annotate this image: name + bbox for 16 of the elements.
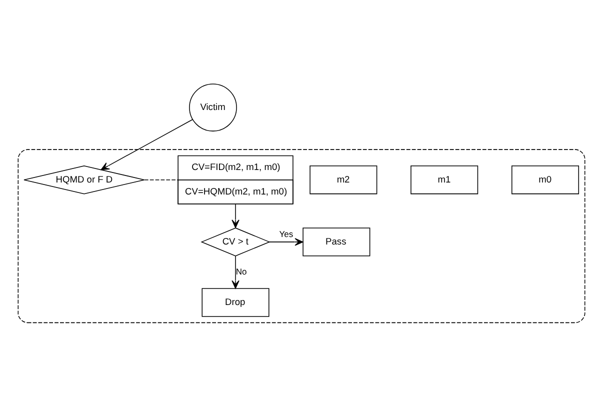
node-box: Drop — [202, 288, 270, 316]
arrow — [269, 238, 304, 246]
node-box: m0 — [511, 164, 580, 194]
edge-label: No — [236, 266, 247, 276]
arrow — [100, 118, 193, 170]
node-box: Pass — [302, 227, 370, 256]
edge-label: Yes — [279, 228, 294, 239]
node-diamond: HQMD or F D — [24, 164, 145, 194]
connector — [144, 178, 178, 180]
cluster — [18, 148, 586, 323]
node-box: m2 — [310, 164, 378, 194]
node-diamond: CV > t — [200, 227, 270, 256]
arrow — [232, 203, 240, 228]
node-circle: Victim — [189, 83, 237, 131]
arrow — [232, 255, 240, 288]
node-box: m1 — [410, 164, 478, 194]
